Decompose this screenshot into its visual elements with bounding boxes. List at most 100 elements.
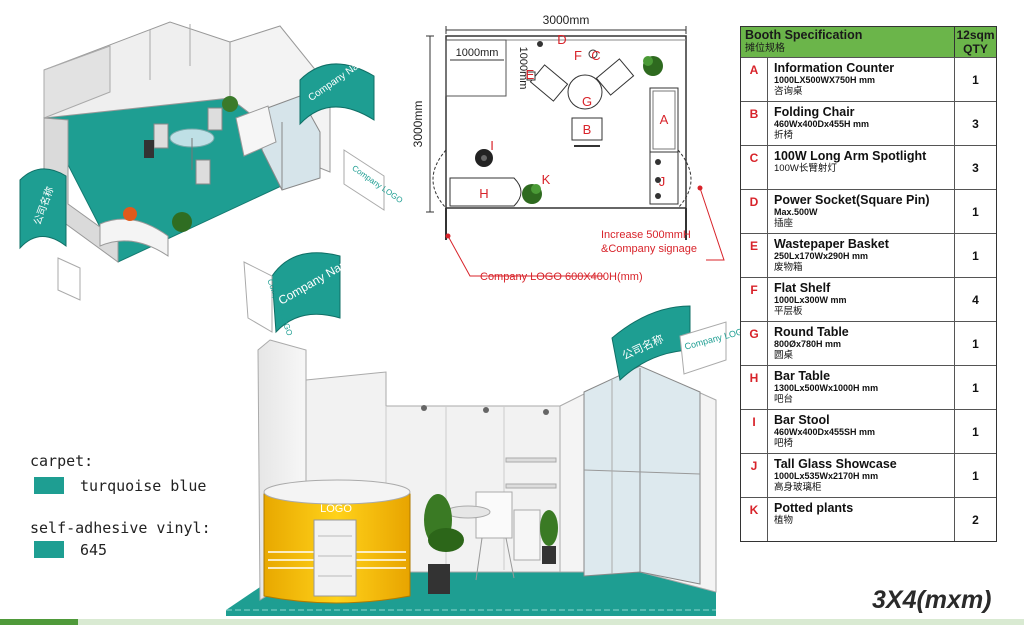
spec-qty-header-2: QTY [963,42,988,56]
spec-item-name: 100W Long Arm Spotlight [774,149,927,163]
legend-carpet-value: turquoise blue [80,477,207,495]
spec-item-letter: A [741,58,768,101]
spec-item-dim: 250Lx170Wx290H mm [774,251,869,261]
spec-item-zh: 咨询桌 [774,86,803,97]
plan-chairs [529,58,635,147]
spec-item-name: Bar Stool [774,413,830,427]
plan-label-g: G [582,94,592,109]
spec-item-dim: 1300Lx500Wx1000H mm [774,383,879,393]
large-logo-flag-left [243,261,273,333]
plan-showcase [649,151,679,205]
spec-item-name: Power Socket(Square Pin) [774,193,930,207]
floor-plan: 3000mm 3000mm 1000mm 1000mm [411,13,725,283]
spec-item-letter: I [741,410,768,453]
spec-item-letter: F [741,278,768,321]
spec-item-name: Information Counter [774,61,895,75]
plan-signage-leader [699,187,725,261]
booth-spec-table: Booth Specification 摊位规格 12sqm QTY A Info… [740,26,997,542]
spec-item-name: Bar Table [774,369,831,383]
legend-vinyl-value: 645 [80,541,108,559]
bottom-strip [0,619,1024,625]
large-sign-left [271,252,341,334]
small-plant-icon [172,212,192,232]
spec-item-qty: 3 [972,116,979,131]
plan-label-b: B [583,122,592,137]
spec-item-qty: 2 [972,512,979,527]
spec-item-name: Wastepaper Basket [774,237,889,251]
spec-item-letter: K [741,498,768,541]
plan-note-signage: &Company signage [601,243,697,255]
spec-item-name: Folding Chair [774,105,855,119]
spec-item-zh: 高身玻璃柜 [774,482,822,493]
plan-logo-leader [447,235,604,277]
large-perspective-view: LOGO Company Name 公司名称 Company LOGO Comp… [226,252,751,616]
plan-label-d: D [557,32,566,47]
small-bar-counter [99,218,169,257]
spec-item-qty: 1 [972,72,979,87]
plan-label-k: K [542,172,551,187]
small-sign-left [19,168,67,250]
spec-item-zh: 废物箱 [774,262,803,273]
spec-item-dim: 1000LX500WX750H mm [774,75,876,85]
large-counter-logo: LOGO [320,503,352,515]
legend-carpet-swatch [34,477,64,494]
plan-label-h: H [479,186,488,201]
spec-item-letter: D [741,190,768,233]
large-logo-flag-right [679,321,727,375]
spec-item-letter: E [741,234,768,277]
plan-label-f: F [574,48,582,63]
large-plant-icon [424,494,558,594]
legend-vinyl-label: self-adhesive vinyl: [30,519,211,537]
plan-dim-shelf-depth: 1000mm [517,47,529,90]
small-sign-right [299,63,375,126]
spec-item-qty: 1 [972,424,979,439]
spec-item-letter: C [741,146,768,189]
plan-label-e: E [526,67,535,82]
plan-label-j: J [659,174,666,189]
spec-qty-header-1: 12sqm [956,28,995,42]
spec-item-zh: 吧台 [774,394,794,405]
plan-plant-icon [522,56,663,204]
spec-item-zh: 平层板 [774,306,803,317]
spec-item-name: Potted plants [774,501,854,515]
plan-round-table [567,74,603,110]
spec-item-qty: 1 [972,336,979,351]
spec-table-header: Booth Specification 摊位规格 12sqm QTY [741,27,996,57]
plan-label-c: C [591,48,600,63]
spec-item-qty: 1 [972,248,979,263]
plan-label-i: I [490,138,494,153]
spec-item-zh: 折椅 [774,130,794,141]
plan-dim-top: 3000mm [543,13,590,27]
spec-item-qty: 1 [972,380,979,395]
large-sign-right [611,305,691,381]
spec-item-qty: 1 [972,204,979,219]
spec-item-dim: 1000Lx535Wx2170H mm [774,471,879,481]
small-perspective-view: Company Name 公司名称 Company LOGO [19,21,404,301]
spec-item-qty: 4 [972,292,979,307]
large-showcase [583,365,701,585]
spec-item-zh: 圆桌 [774,350,794,361]
spec-item-name: Round Table [774,325,849,339]
spec-item-zh: 100W长臂射灯 [774,163,837,174]
spec-item-dim: 460Wx400Dx455H mm [774,119,870,129]
plan-label-a: A [660,112,669,127]
spec-item-qty: 3 [972,160,979,175]
spec-item-dim: 460Wx400Dx455SH mm [774,427,876,437]
spec-item-dim: Max.500W [774,207,818,217]
spec-item-dim: 800Øx780H mm [774,339,842,349]
spec-item-dim: 1000Lx300W mm [774,295,847,305]
spec-item-zh: 植物 [774,515,794,526]
legend-carpet-label: carpet: [30,452,94,470]
